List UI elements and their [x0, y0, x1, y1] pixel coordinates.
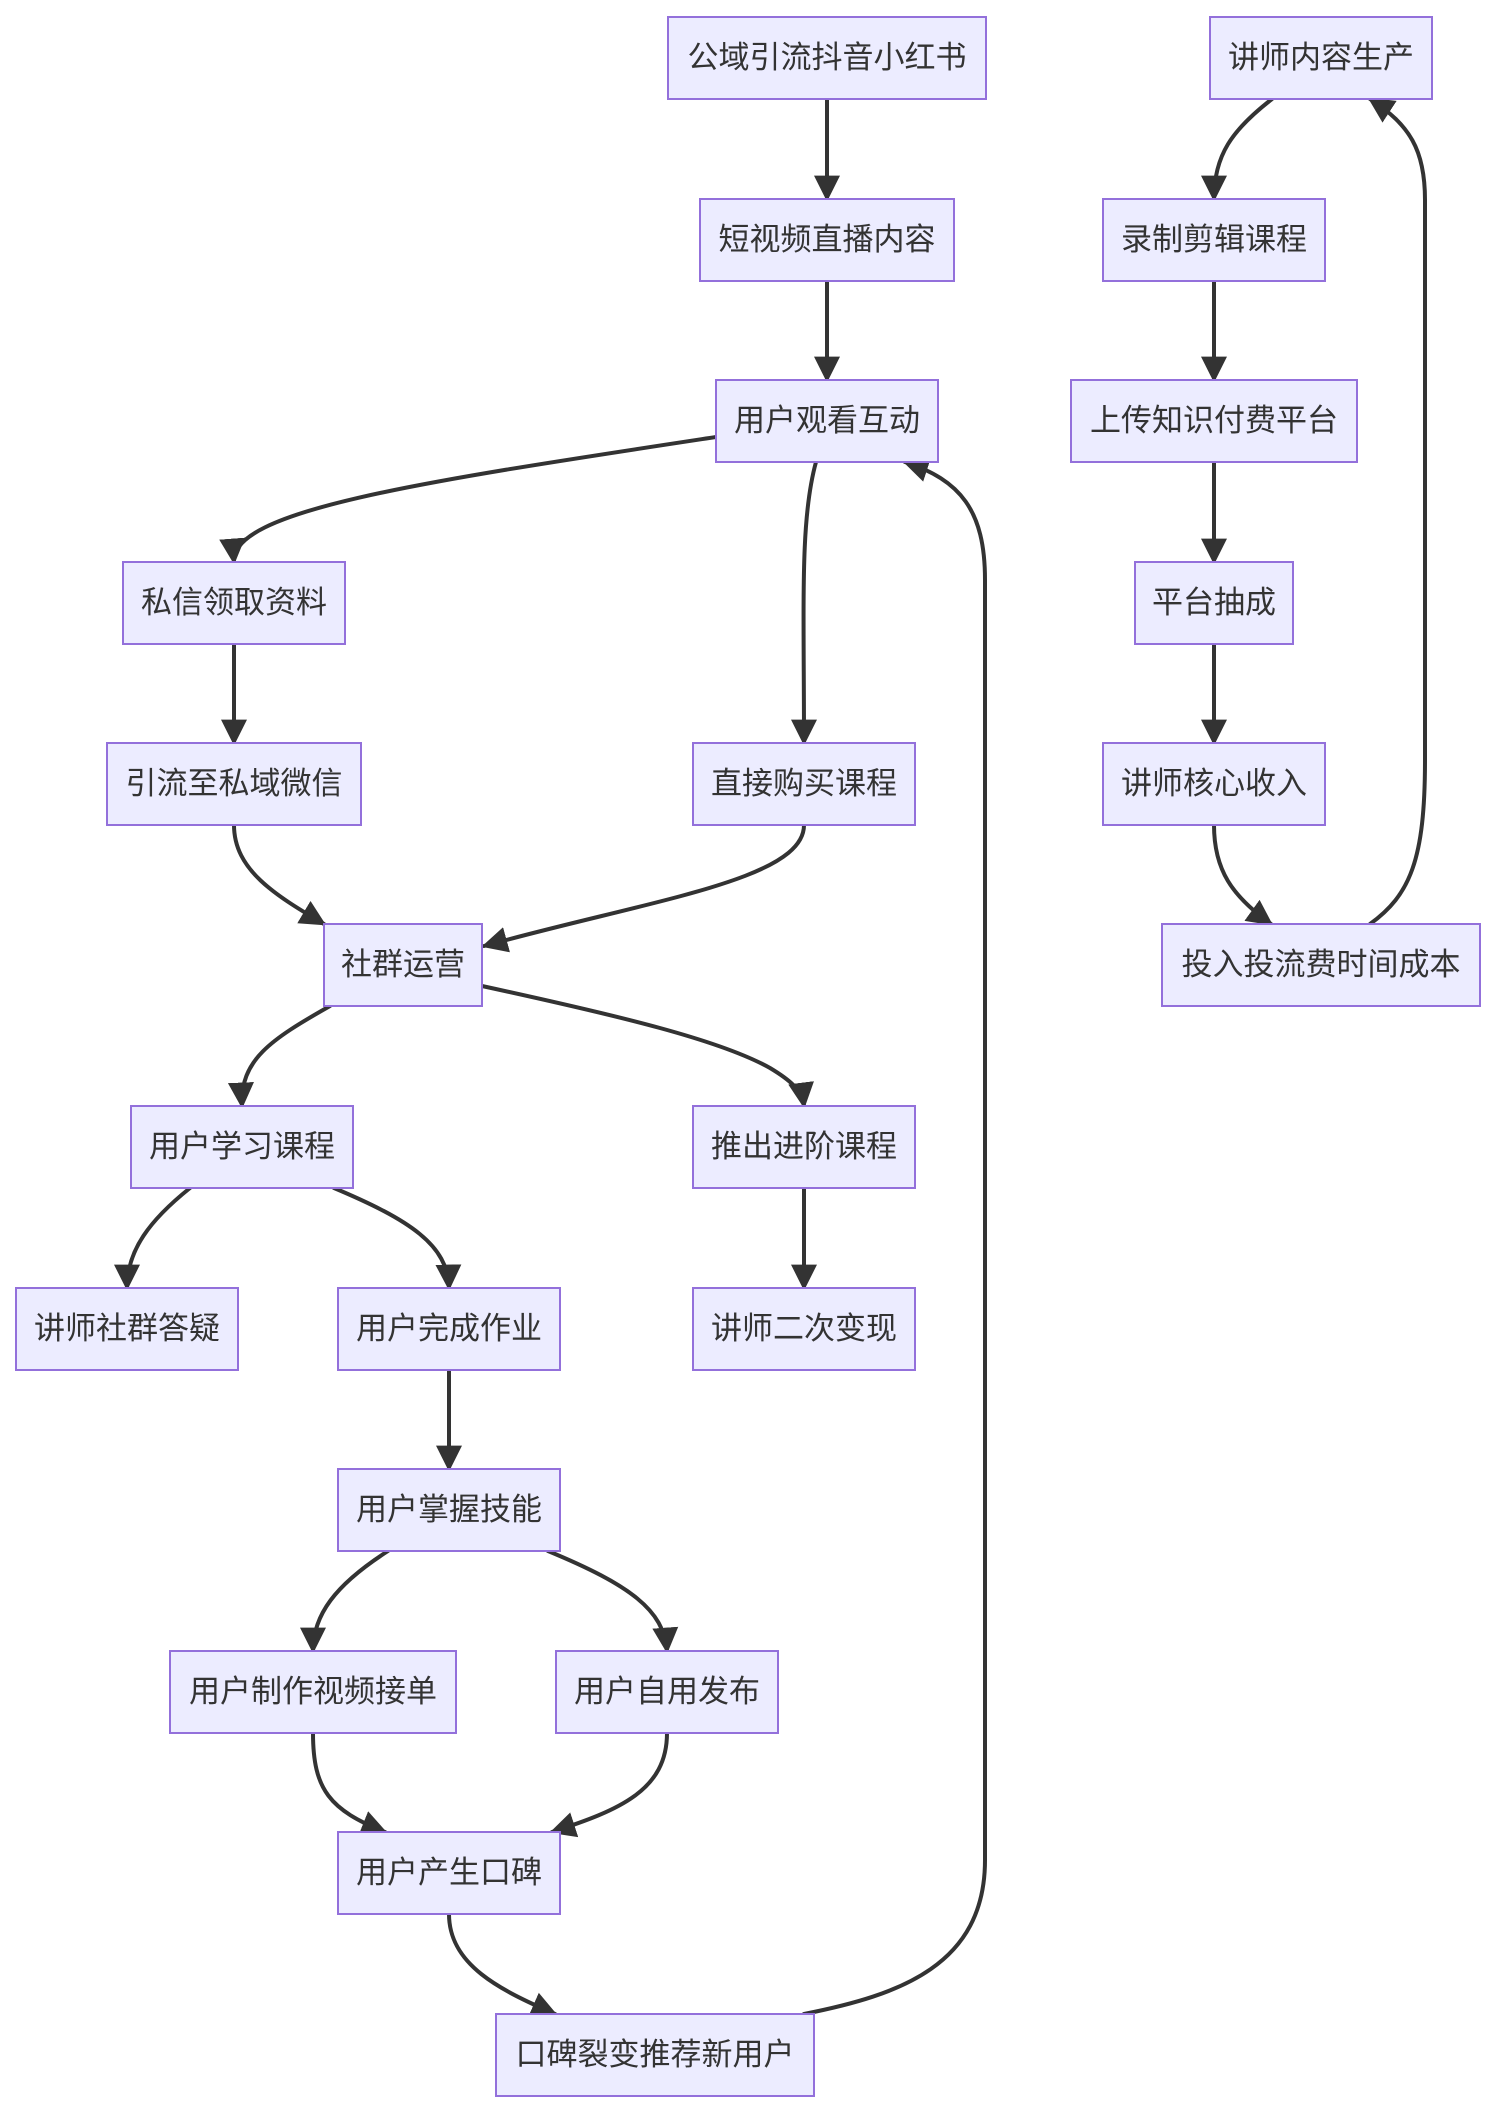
node-choucheng: 平台抽成 [1134, 561, 1294, 645]
node-box [15, 1287, 239, 1371]
node-shouru: 讲师核心收入 [1102, 742, 1326, 826]
node-sixin: 私信领取资料 [122, 561, 346, 645]
node-label: 用户自用发布 [574, 1674, 760, 1710]
node-bianxian: 讲师二次变现 [692, 1287, 916, 1371]
node-box [692, 1287, 916, 1371]
node-box [122, 561, 346, 645]
node-box [555, 1650, 779, 1734]
node-touru: 投入投流费时间成本 [1161, 923, 1481, 1007]
node-box [715, 379, 939, 463]
node-label: 推出进阶课程 [711, 1129, 897, 1165]
node-yinliu: 引流至私域微信 [106, 742, 362, 826]
node-koubei: 用户产生口碑 [337, 1831, 561, 1915]
node-jiedan: 用户制作视频接单 [169, 1650, 457, 1734]
edge-jiedan-koubei [311, 1731, 388, 1836]
edge-ziyong-koubei [549, 1731, 669, 1838]
node-shangchuan: 上传知识付费平台 [1070, 379, 1358, 463]
node-label: 短视频直播内容 [719, 222, 936, 258]
node-box [699, 198, 955, 282]
node-box [1102, 742, 1326, 826]
node-label: 用户产生口碑 [356, 1855, 542, 1891]
node-goumai: 直接购买课程 [692, 742, 916, 826]
node-box [106, 742, 362, 826]
node-label: 用户掌握技能 [356, 1492, 542, 1528]
node-gongyu: 公域引流抖音小红书 [667, 16, 987, 100]
node-label: 录制剪辑课程 [1121, 222, 1307, 258]
node-box [323, 923, 483, 1007]
node-liebian: 口碑裂变推荐新用户 [495, 2013, 815, 2097]
edge-neirong-luzhi [1201, 97, 1274, 202]
edge-shequn-jinjie [480, 984, 814, 1109]
node-guankan: 用户观看互动 [715, 379, 939, 463]
edge-liebian-guankan [802, 456, 987, 2016]
node-box [1161, 923, 1481, 1007]
node-label: 私信领取资料 [141, 585, 327, 621]
node-neirong: 讲师内容生产 [1209, 16, 1433, 100]
node-box [169, 1650, 457, 1734]
edge-shequn-xuexi [228, 1004, 332, 1109]
node-dayi: 讲师社群答疑 [15, 1287, 239, 1371]
edge-yinliu-shequn [232, 823, 327, 926]
edge-guankan-goumai [790, 460, 818, 746]
node-label: 平台抽成 [1152, 585, 1276, 621]
node-zhangwo: 用户掌握技能 [337, 1468, 561, 1552]
node-label: 直接购买课程 [711, 766, 897, 802]
edge-koubei-liebian [447, 1912, 558, 2017]
node-jinjie: 推出进阶课程 [692, 1105, 916, 1189]
edges [114, 97, 1427, 2017]
node-box [692, 742, 916, 826]
node-label: 口碑裂变推荐新用户 [516, 2037, 795, 2073]
edge-xuexi-dayi [114, 1186, 192, 1291]
node-ziyong: 用户自用发布 [555, 1650, 779, 1734]
node-box [337, 1287, 561, 1371]
node-label: 讲师内容生产 [1228, 40, 1414, 76]
edge-zhangwo-jiedan [300, 1549, 390, 1654]
edge-xuexi-zuoye [332, 1186, 462, 1291]
edge-goumai-shequn [481, 823, 806, 953]
node-box [692, 1105, 916, 1189]
node-luzhi: 录制剪辑课程 [1102, 198, 1326, 282]
node-label: 社群运营 [341, 947, 465, 983]
node-label: 用户完成作业 [356, 1311, 542, 1347]
node-box [667, 16, 987, 100]
node-box [1070, 379, 1358, 463]
node-zuoye: 用户完成作业 [337, 1287, 561, 1371]
edge-shouru-touru [1212, 823, 1274, 926]
node-label: 用户观看互动 [734, 403, 920, 439]
node-duanshipin: 短视频直播内容 [699, 198, 955, 282]
node-box [495, 2013, 815, 2097]
node-box [1102, 198, 1326, 282]
node-label: 讲师社群答疑 [34, 1311, 220, 1347]
edge-touru-neirong [1367, 97, 1427, 926]
node-label: 引流至私域微信 [126, 766, 343, 802]
edge-guankan-sixin [219, 435, 718, 565]
node-box [130, 1105, 354, 1189]
node-label: 上传知识付费平台 [1090, 403, 1338, 439]
node-box [1134, 561, 1294, 645]
node-label: 用户学习课程 [149, 1129, 335, 1165]
node-label: 讲师核心收入 [1121, 766, 1307, 802]
node-box [1209, 16, 1433, 100]
node-shequn: 社群运营 [323, 923, 483, 1007]
node-label: 投入投流费时间成本 [1182, 947, 1461, 983]
edge-zhangwo-ziyong [546, 1549, 679, 1654]
node-xuexi: 用户学习课程 [130, 1105, 354, 1189]
node-box [337, 1831, 561, 1915]
node-label: 公域引流抖音小红书 [688, 40, 967, 76]
node-box [337, 1468, 561, 1552]
node-label: 用户制作视频接单 [189, 1674, 437, 1710]
node-label: 讲师二次变现 [711, 1311, 897, 1347]
